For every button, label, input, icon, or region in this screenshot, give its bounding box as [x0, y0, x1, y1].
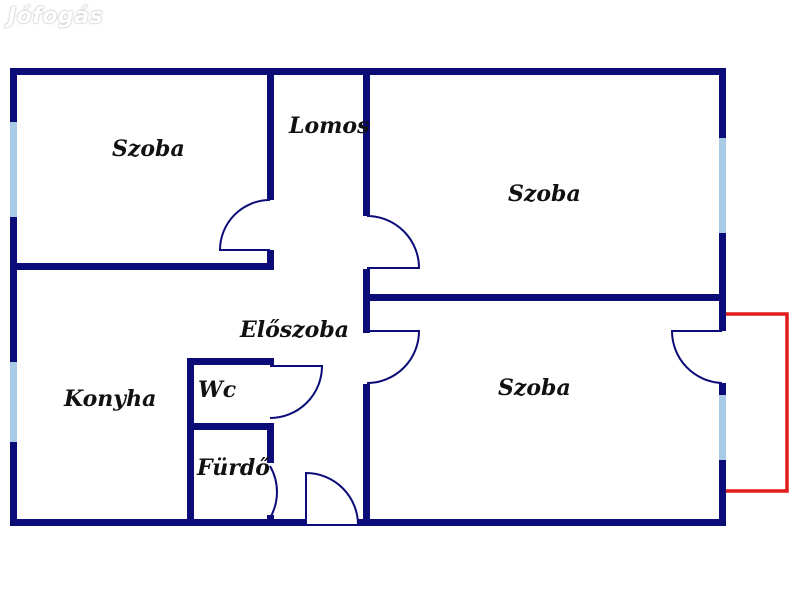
door-swing-bottomright-room — [366, 330, 421, 384]
window-left-upper — [10, 122, 17, 217]
label-wc: Wc — [198, 377, 237, 403]
label-furdo: Fürdő — [196, 455, 270, 481]
outer-wall-left — [10, 68, 17, 526]
door-swing-topright-room — [366, 215, 421, 269]
wall-hall-right-top — [363, 68, 370, 216]
wall-wc-bottom — [187, 423, 274, 430]
wall-topleft-room-bottom — [10, 263, 274, 270]
wall-wc-left — [187, 358, 194, 526]
watermark-logo: Jófogás — [8, 4, 104, 29]
door-swing-balcony — [670, 330, 723, 384]
window-right-lower — [719, 395, 726, 460]
label-konyha: Konyha — [63, 386, 156, 412]
label-szoba-top-right: Szoba — [508, 181, 581, 207]
label-szoba-bottom-right: Szoba — [498, 375, 571, 401]
wall-wc-top — [187, 358, 274, 365]
outer-wall-bottom-right — [357, 519, 726, 526]
label-eloszoba: Előszoba — [239, 317, 349, 343]
wall-hall-right-bottom — [363, 384, 370, 526]
window-right-upper — [719, 138, 726, 233]
wall-topleft-room-right — [267, 68, 274, 200]
wall-topleft-room-right-stub — [267, 250, 274, 270]
outer-wall-bottom-left — [10, 519, 306, 526]
door-swing-entrance — [305, 471, 360, 526]
wall-right-rooms-divider — [363, 294, 726, 301]
label-szoba-top-left: Szoba — [112, 136, 185, 162]
door-swing-topleft-room — [218, 199, 271, 251]
label-lomos: Lomos — [288, 113, 369, 139]
wall-furdo-right-stub — [267, 515, 274, 526]
wall-wc-right-stub — [267, 423, 274, 463]
window-left-lower — [10, 362, 17, 442]
balcony-outline — [726, 312, 789, 493]
door-swing-wc — [269, 365, 324, 419]
door-swing-furdo — [269, 465, 278, 519]
